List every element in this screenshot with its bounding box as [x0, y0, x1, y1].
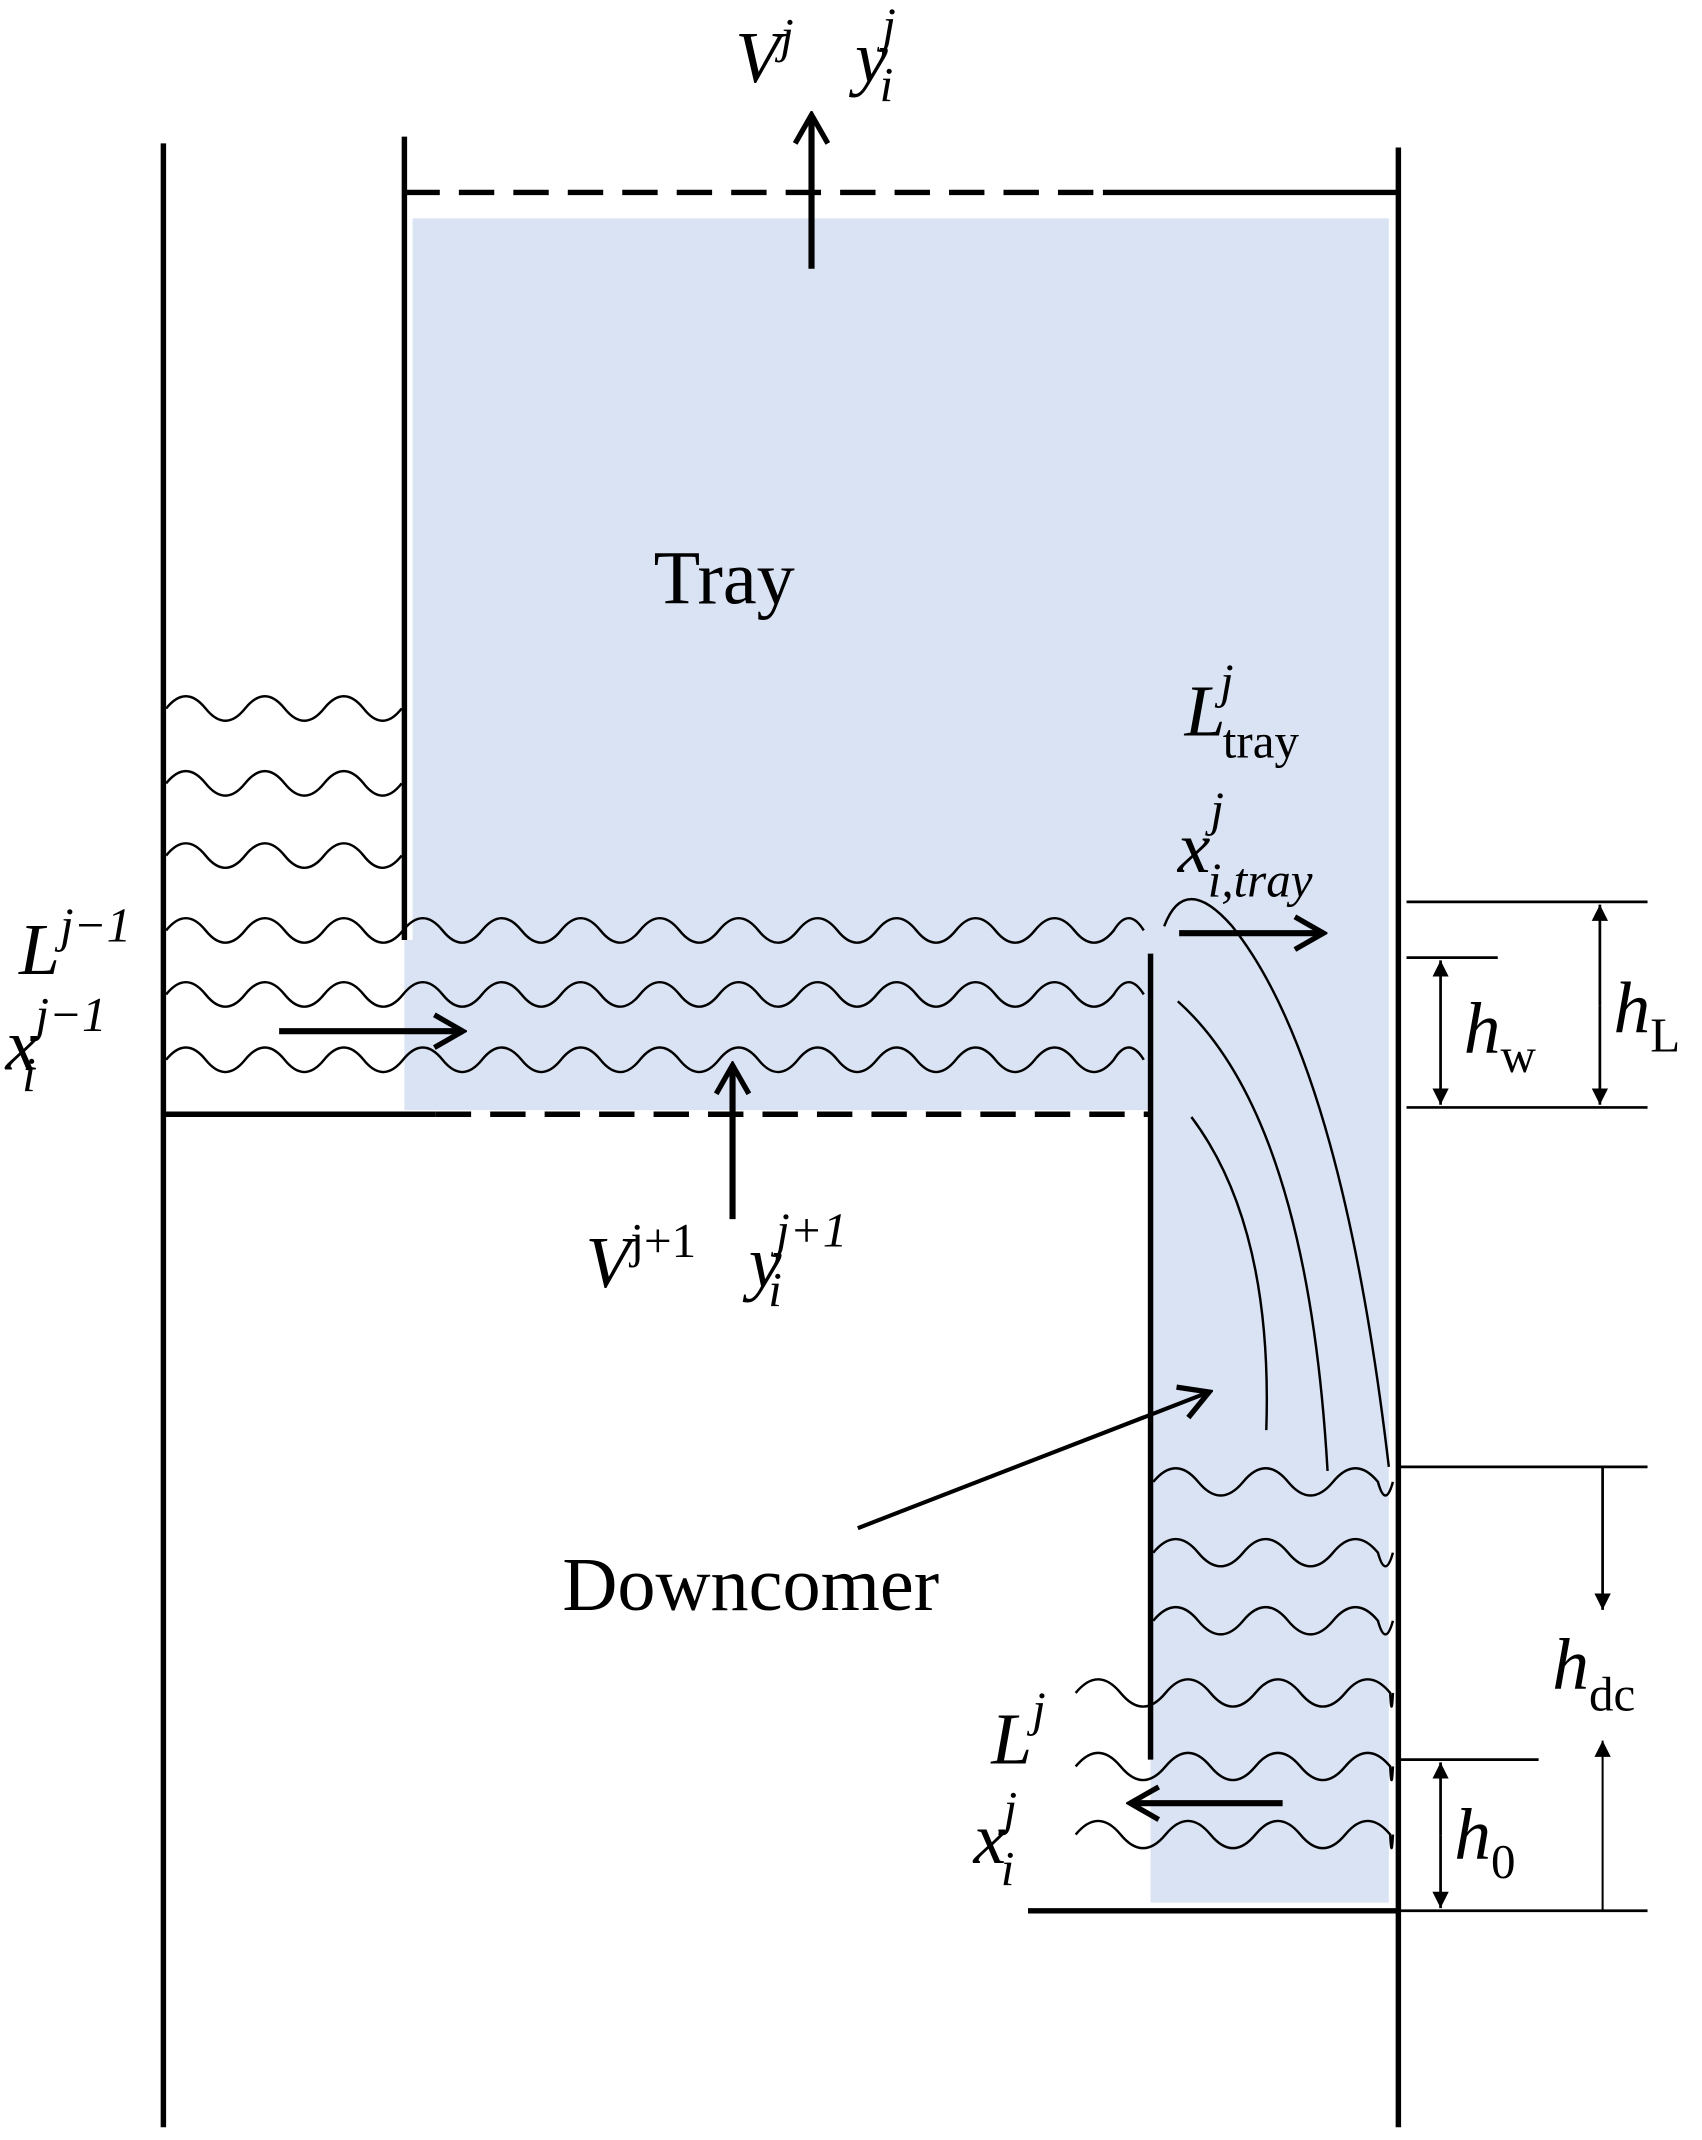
wave-line — [165, 842, 403, 870]
wave-line — [165, 695, 403, 722]
wave-line — [1074, 1751, 1395, 1782]
svg-text:xji,tray: xji,tray — [1177, 782, 1313, 908]
downcomer-label: Downcomer — [562, 1543, 939, 1627]
svg-text:xji: xji — [973, 1781, 1018, 1896]
tray-label: Tray — [654, 537, 795, 621]
wave-line — [165, 916, 1145, 944]
wave-line — [1152, 1467, 1395, 1497]
liquid-waves — [165, 695, 1395, 1850]
svg-text:Vj+1: Vj+1 — [585, 1213, 696, 1303]
svg-text:yj+1i: yj+1i — [742, 1202, 847, 1317]
wave-line — [1074, 1819, 1395, 1850]
svg-text:Lj: Lj — [990, 1682, 1046, 1780]
downcomer-pointer-arrow — [857, 1392, 1209, 1531]
hl-label: hL — [1613, 967, 1680, 1063]
svg-text:xj−1i: xj−1i — [4, 987, 106, 1102]
overflow-lines — [1163, 898, 1391, 1472]
liquid-region — [404, 218, 1389, 1903]
wave-line — [165, 769, 403, 797]
wave-line — [1152, 1605, 1395, 1636]
svg-text:yji: yji — [848, 0, 896, 112]
wave-line — [1074, 1678, 1395, 1708]
h0-label: h0 — [1454, 1793, 1515, 1889]
wave-line — [165, 1046, 1145, 1074]
wave-line — [1152, 1537, 1395, 1568]
svg-text:Vj: Vj — [735, 8, 794, 98]
hdc-label: hdc — [1552, 1623, 1635, 1722]
hw-label: hw — [1464, 987, 1537, 1083]
wave-line — [165, 980, 1145, 1008]
svg-text:Lj−1: Lj−1 — [18, 897, 131, 990]
